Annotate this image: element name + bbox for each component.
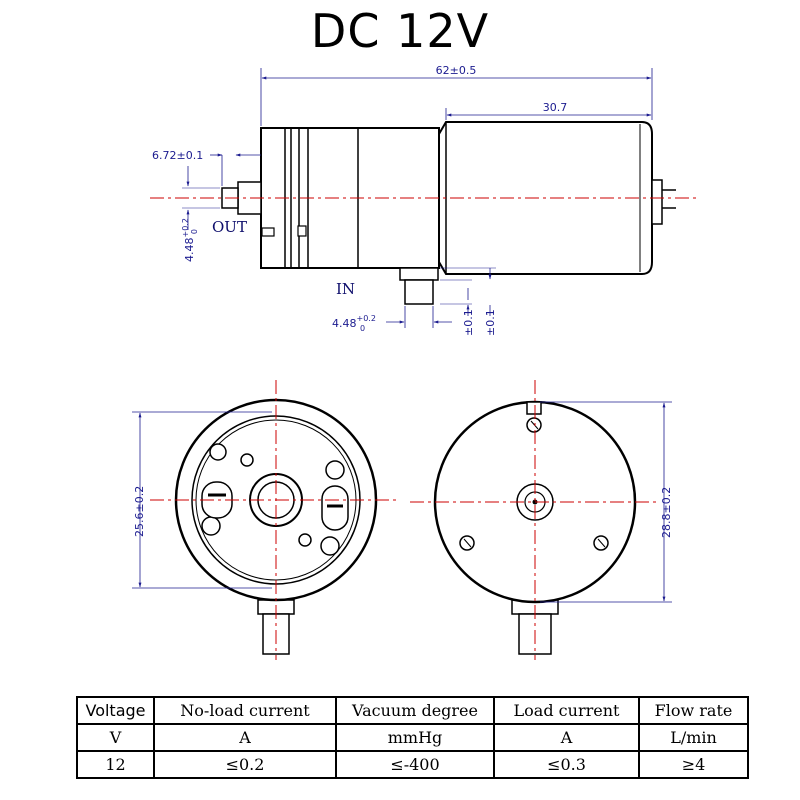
in-label: IN: [336, 280, 355, 298]
value-cell: ≥4: [638, 750, 749, 779]
out-label: OUT: [212, 218, 247, 236]
side-view: 62±0.5 30.7 6.72±0.1 4.48+0.20 OUT IN 4.…: [150, 64, 700, 336]
header-load-current: Load current: [493, 696, 640, 725]
shaft-length-dimension: 6.72±0.1: [152, 149, 203, 162]
value-cell: 12: [76, 750, 155, 779]
unit-cell: mmHg: [335, 723, 495, 752]
table-row: 12 ≤0.2 ≤-400 ≤0.3 ≥4: [76, 750, 749, 779]
pump-front-view: 25.6±0.2: [132, 380, 400, 660]
value-cell: ≤0.3: [493, 750, 640, 779]
spec-table: Voltage No-load current Vacuum degree Lo…: [76, 696, 749, 779]
unit-cell: L/min: [638, 723, 749, 752]
header-flow-rate: Flow rate: [638, 696, 749, 725]
unit-cell: V: [76, 723, 155, 752]
out-nozzle-dimension: 4.48: [183, 238, 196, 263]
header-voltage: Voltage: [76, 696, 155, 725]
svg-text:4.48+0.20: 4.48+0.20: [181, 218, 199, 262]
unit-cell: A: [493, 723, 640, 752]
header-no-load-current: No-load current: [153, 696, 337, 725]
table-row: V A mmHg A L/min: [76, 723, 749, 752]
tolerance-a: ±0.1: [462, 309, 475, 336]
svg-text:4.48+0.20: 4.48+0.20: [332, 314, 376, 333]
motor-terminal: [651, 179, 663, 225]
in-nozzle-dimension: 4.48: [332, 317, 357, 330]
value-cell: ≤0.2: [153, 750, 337, 779]
table-header-row: Voltage No-load current Vacuum degree Lo…: [76, 696, 749, 725]
pump-diameter-dimension: 25.6±0.2: [133, 486, 146, 537]
motor-diameter-dimension: 28.8±0.2: [660, 487, 673, 538]
motor-front-view: 28.8±0.2: [410, 380, 673, 660]
length-dimension: 62±0.5: [436, 64, 477, 77]
in-nozzle: [399, 267, 439, 281]
value-cell: ≤-400: [335, 750, 495, 779]
page-title: DC 12V: [310, 4, 490, 58]
header-vacuum-degree: Vacuum degree: [335, 696, 495, 725]
unit-cell: A: [153, 723, 337, 752]
tolerance-b: ±0.1: [484, 309, 497, 336]
motor-length-dimension: 30.7: [543, 101, 568, 114]
